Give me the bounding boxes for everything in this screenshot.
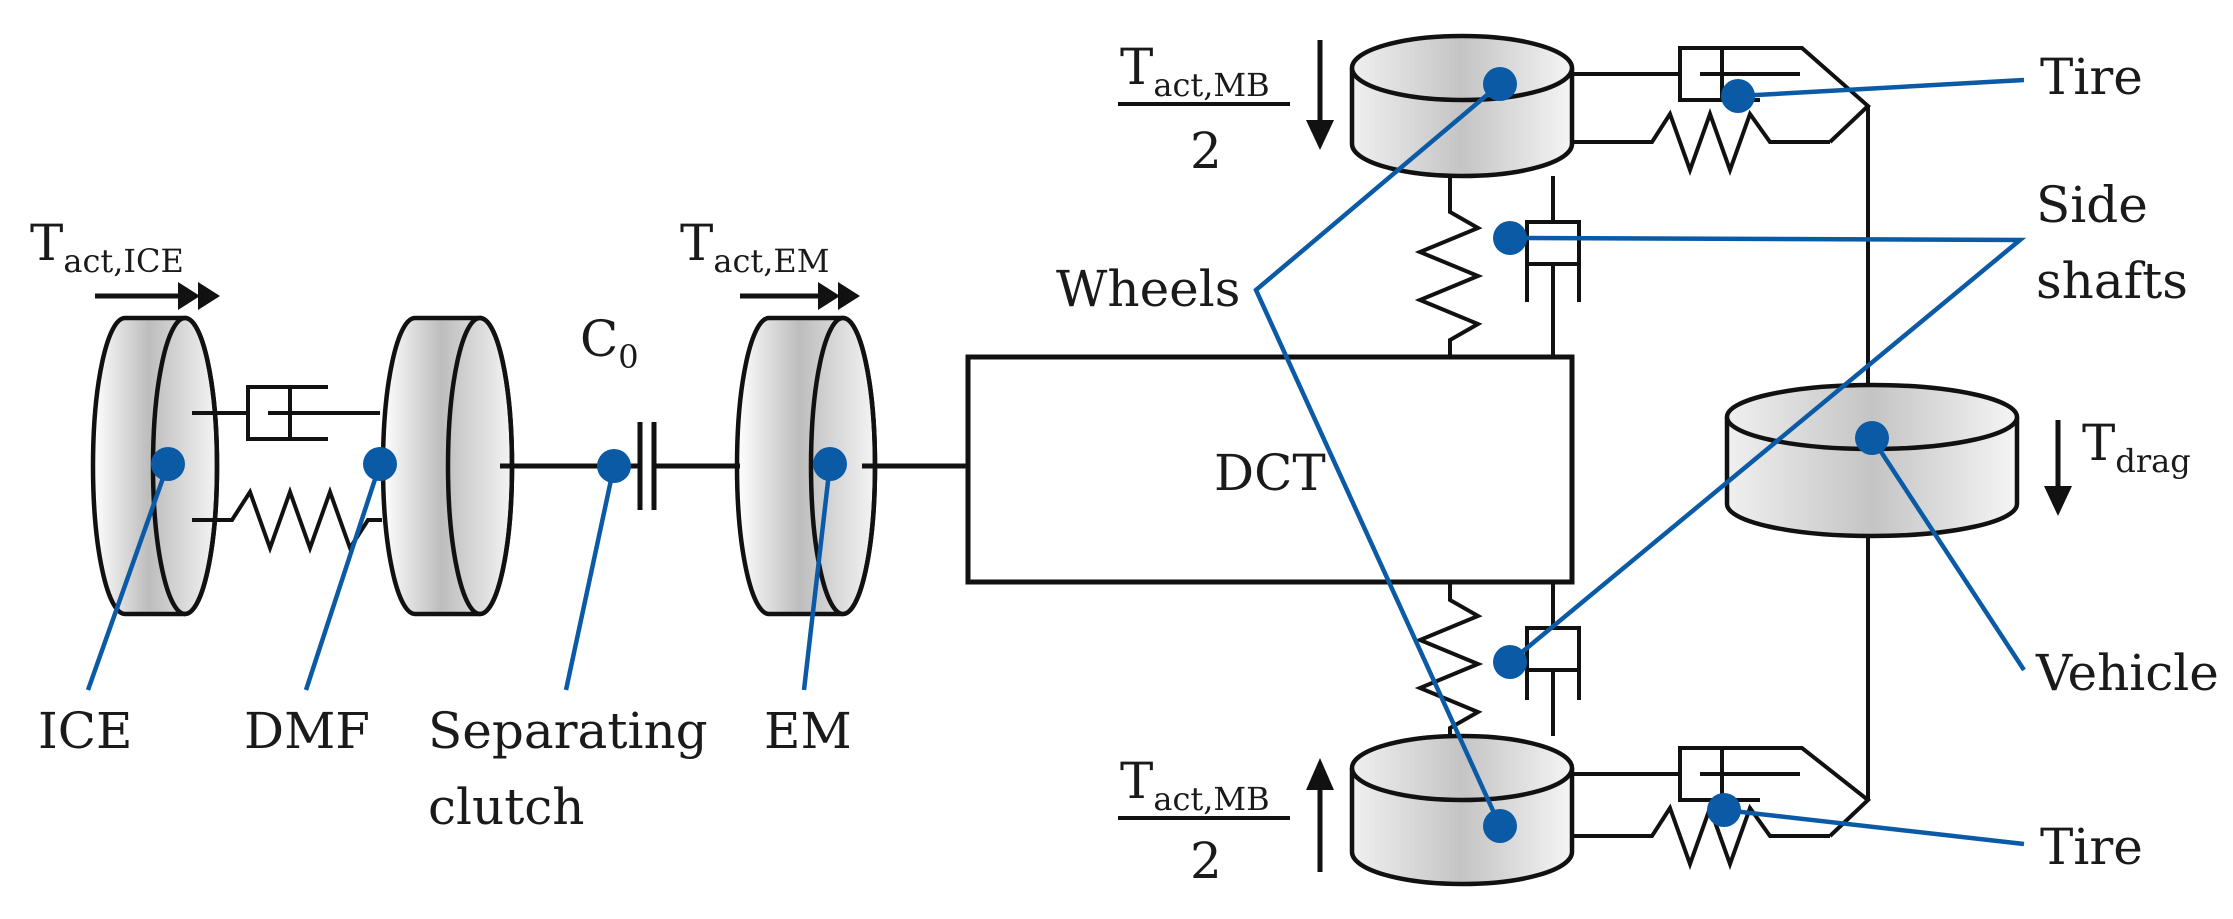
separating-clutch-label-line1: Separating xyxy=(428,702,708,760)
dot-tire-top xyxy=(1721,79,1755,113)
dmf-label: DMF xyxy=(244,702,370,760)
dot-dmf xyxy=(363,447,397,481)
t-mb-bottom-arrow xyxy=(1306,758,1334,872)
t-drag-label: Tdrag xyxy=(2082,414,2191,480)
t-mb-bottom-label: Tact,MB xyxy=(1120,752,1270,818)
separating-clutch-label-line2: clutch xyxy=(428,778,585,836)
dct-box xyxy=(965,354,1575,585)
side-shaft-spring-top xyxy=(1414,176,1484,357)
t-em-arrow xyxy=(740,282,860,310)
dot-tire-bottom xyxy=(1707,793,1741,827)
t-ice-arrow xyxy=(95,282,220,310)
t-mb-top-denominator: 2 xyxy=(1190,122,1222,180)
leader-tire-top xyxy=(1737,77,2025,99)
tire-damper-top xyxy=(1572,46,1800,102)
dot-vehicle xyxy=(1855,421,1889,455)
tire-damper-bottom xyxy=(1572,746,1800,802)
dot-clutch xyxy=(597,449,631,483)
vehicle-label: Vehicle xyxy=(2035,644,2219,702)
tire-top-label: Tire xyxy=(2040,48,2143,106)
side-shaft-spring-bottom xyxy=(1414,582,1484,736)
em-disk xyxy=(734,315,878,617)
tire-link-bottom xyxy=(1760,746,1872,838)
dot-side-shaft-top xyxy=(1493,221,1527,255)
t-mb-top-label: Tact,MB xyxy=(1120,38,1270,104)
leader-ice xyxy=(85,463,171,691)
dmf-disk xyxy=(380,315,515,617)
tire-bottom-label: Tire xyxy=(2040,818,2143,876)
side-shafts-label-line1: Side xyxy=(2036,176,2148,234)
leader-em xyxy=(801,463,833,691)
side-shaft-damper-bottom xyxy=(1525,582,1581,736)
dot-wheel-top xyxy=(1483,67,1517,101)
t-ice-label: Tact,ICE xyxy=(30,214,184,280)
ice-label: ICE xyxy=(38,702,133,760)
leader-clutch xyxy=(563,465,617,691)
wheel-bottom xyxy=(1349,733,1575,887)
side-shafts-label-line2: shafts xyxy=(2036,252,2188,310)
leader-wheels xyxy=(1253,82,1503,827)
leader-side-shafts xyxy=(1508,235,2027,664)
dot-side-shaft-bottom xyxy=(1493,645,1527,679)
t-mb-bottom-denominator: 2 xyxy=(1190,832,1222,890)
dmf-damper xyxy=(192,385,380,441)
dot-wheel-bottom xyxy=(1483,809,1517,843)
dct-label: DCT xyxy=(1214,444,1326,502)
dot-ice xyxy=(151,447,185,481)
t-em-label: Tact,EM xyxy=(680,214,830,280)
c0-label: C0 xyxy=(580,310,639,376)
wheels-label: Wheels xyxy=(1056,260,1240,318)
leader-tire-bottom xyxy=(1723,807,2025,847)
vehicle-mass xyxy=(1724,382,2020,539)
tire-link-top xyxy=(1760,46,1871,144)
side-shaft-damper-top xyxy=(1525,176,1581,357)
tire-spring-top xyxy=(1572,108,1830,176)
leader-vehicle xyxy=(1870,436,2026,672)
leader-dmf xyxy=(303,463,383,691)
wheel-top xyxy=(1349,33,1575,179)
t-mb-top-arrow xyxy=(1306,40,1334,150)
dot-em xyxy=(813,447,847,481)
t-drag-arrow xyxy=(2044,420,2072,516)
em-label: EM xyxy=(764,702,852,760)
